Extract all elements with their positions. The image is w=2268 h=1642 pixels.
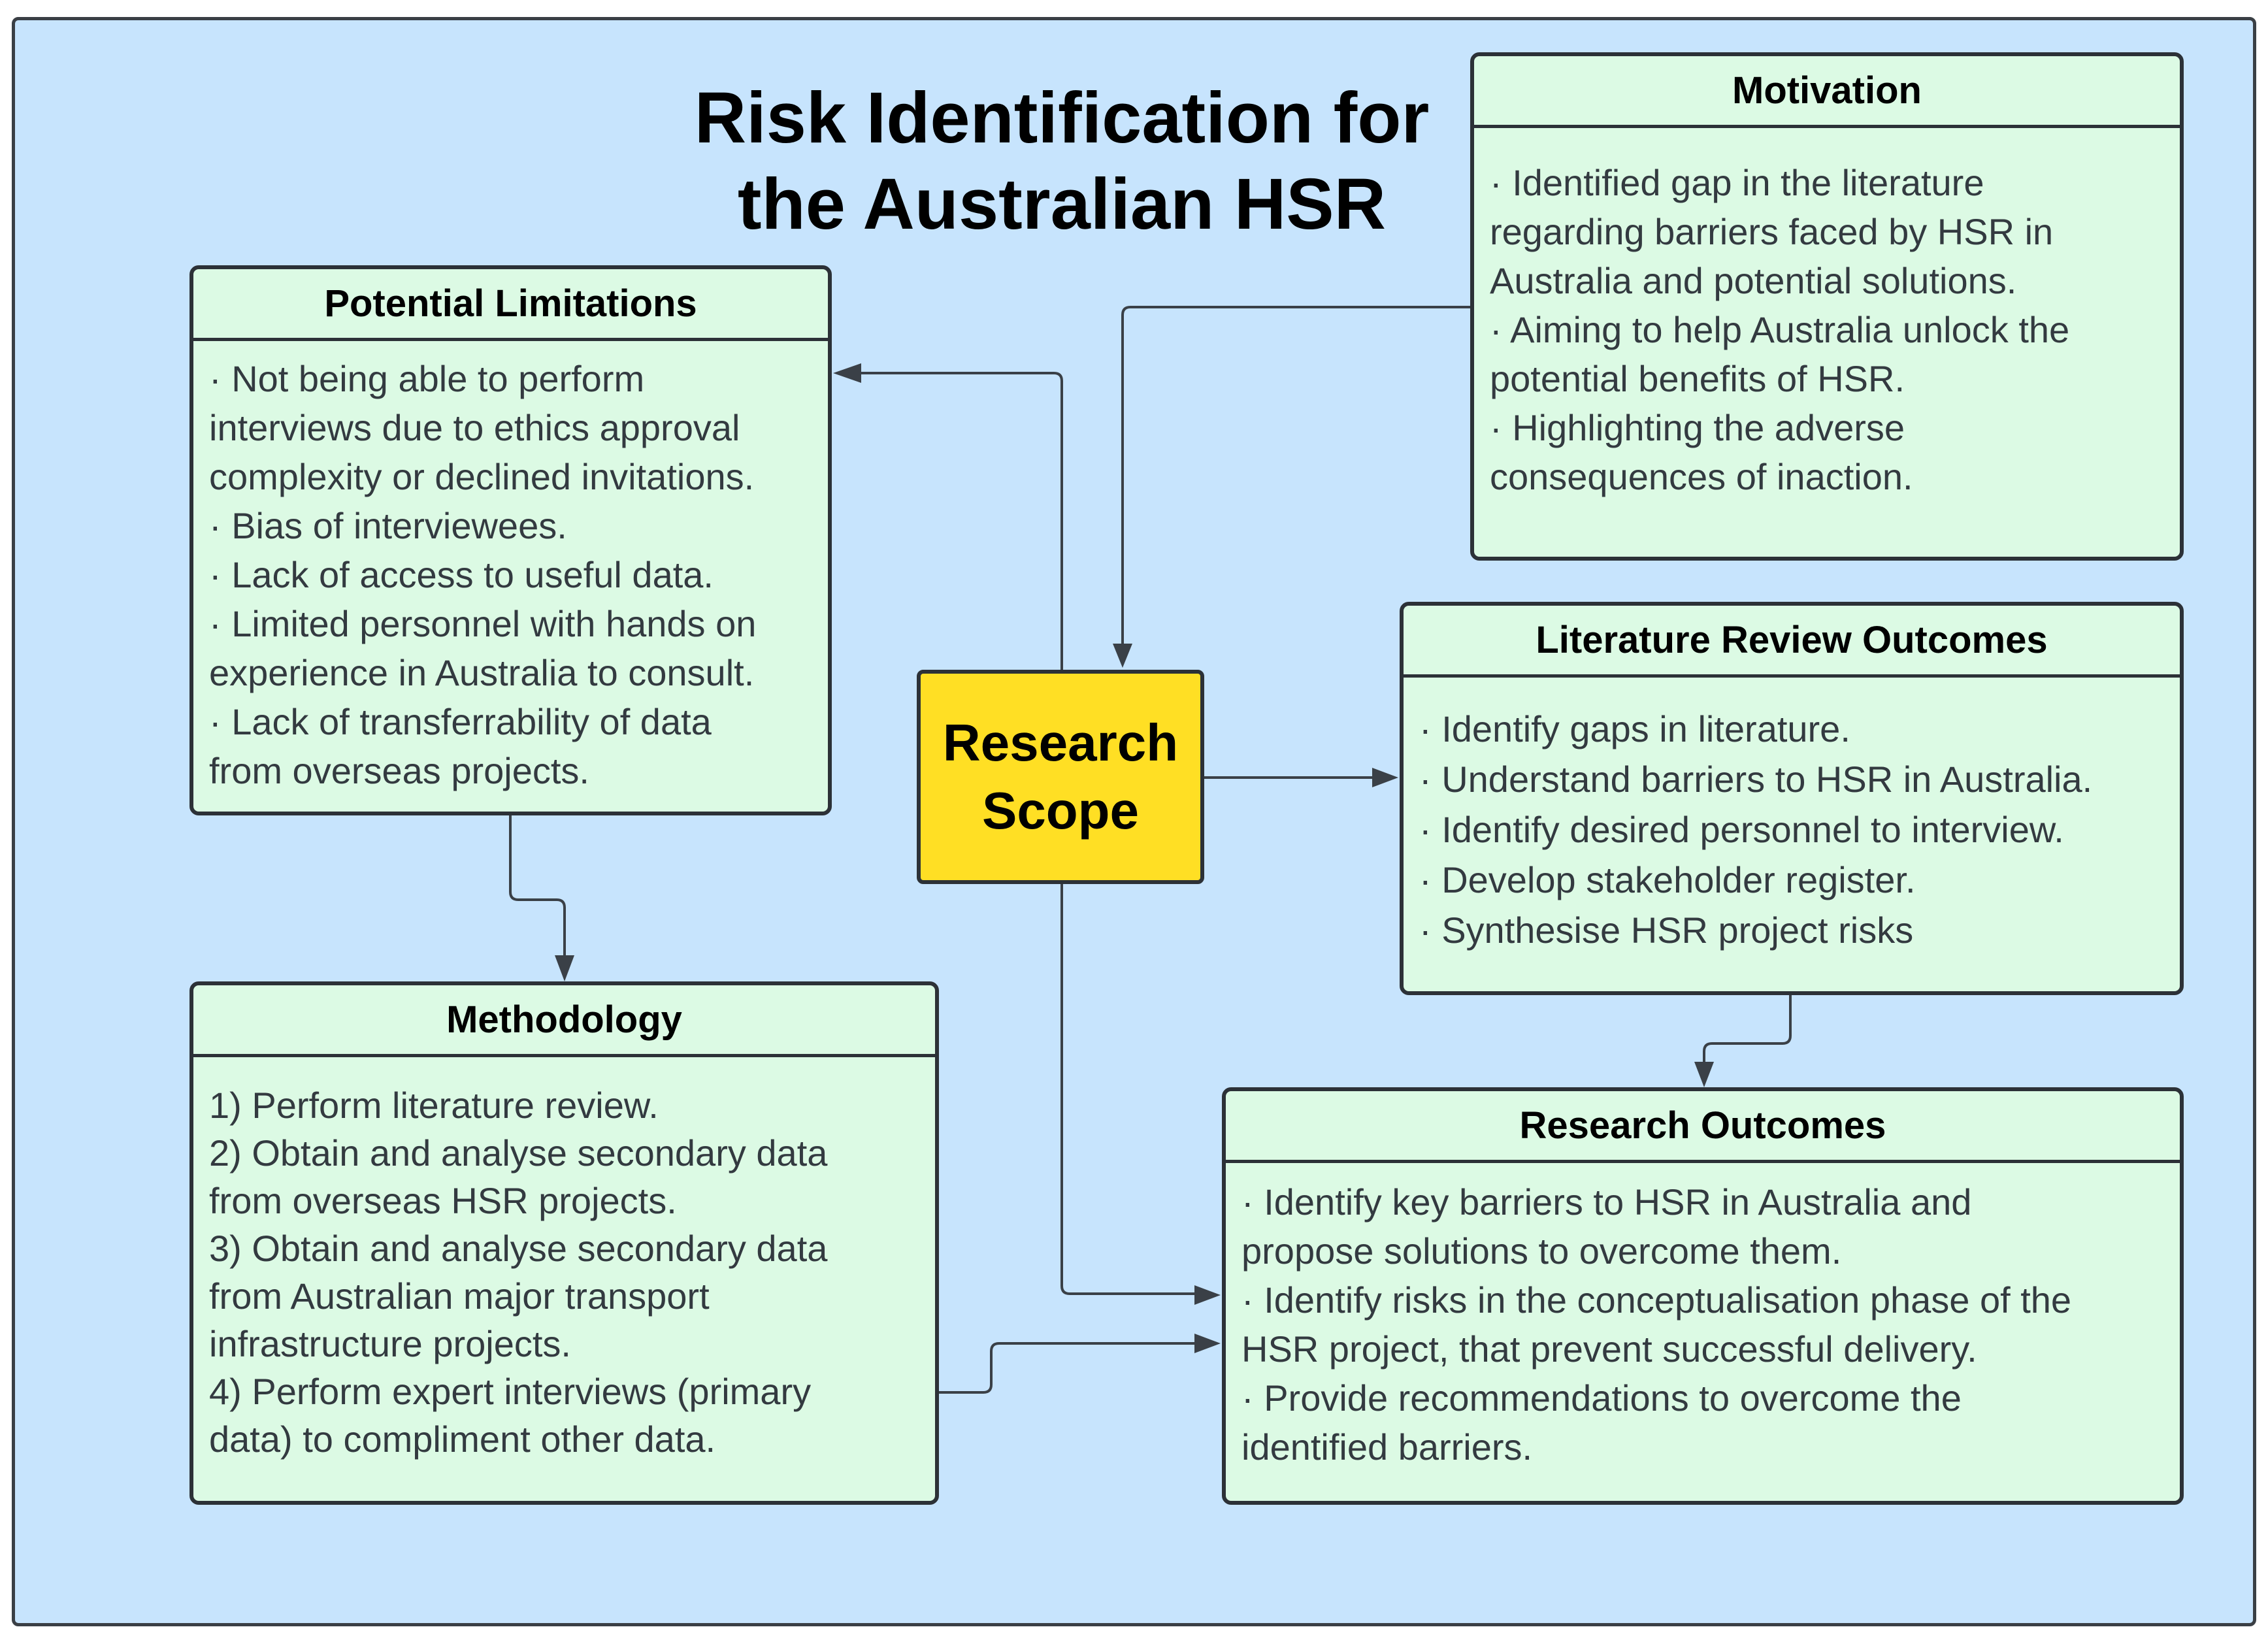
motivation-list: · Identified gap in the literature regar… xyxy=(1474,128,2180,501)
scope-line-2: Scope xyxy=(981,781,1140,840)
list-item: · Identify key barriers to HSR in Austra… xyxy=(1241,1181,1972,1223)
arrowhead-scope-top xyxy=(1113,644,1132,668)
list-item: · Not being able to perform xyxy=(209,358,645,399)
list-item: · Bias of interviewees. xyxy=(209,505,567,546)
literature-review-box: Literature Review Outcomes · Identify ga… xyxy=(1400,602,2184,995)
list-item: HSR project, that prevent successful del… xyxy=(1241,1328,1977,1370)
list-item: 1) Perform literature review. xyxy=(209,1085,659,1126)
limitations-box: Potential Limitations · Not being able t… xyxy=(189,265,832,815)
list-item: data) to compliment other data. xyxy=(209,1419,716,1460)
list-item: · Develop stakeholder register. xyxy=(1419,859,1916,900)
list-item: · Identified gap in the literature xyxy=(1490,162,1984,203)
methodology-box: Methodology 1) Perform literature review… xyxy=(189,981,939,1505)
limitations-header: Potential Limitations xyxy=(193,269,828,341)
list-item: potential benefits of HSR. xyxy=(1490,358,1905,399)
list-item: Australia and potential solutions. xyxy=(1490,260,2017,301)
list-item: · Synthesise HSR project risks xyxy=(1419,910,1914,951)
research-outcomes-header: Research Outcomes xyxy=(1226,1091,2180,1163)
list-item: experience in Australia to consult. xyxy=(209,652,755,693)
research-outcomes-list: · Identify key barriers to HSR in Austra… xyxy=(1226,1163,2180,1471)
literature-review-header: Literature Review Outcomes xyxy=(1404,606,2180,678)
list-item: from Australian major transport xyxy=(209,1275,710,1317)
list-item: · Identify risks in the conceptualisatio… xyxy=(1241,1279,2072,1321)
literature-review-list: · Identify gaps in literature. · Underst… xyxy=(1404,678,2180,955)
list-item: · Aiming to help Australia unlock the xyxy=(1490,309,2070,350)
methodology-header: Methodology xyxy=(193,985,935,1057)
connector-limitations-to-methodology xyxy=(509,815,566,957)
list-item: 3) Obtain and analyse secondary data xyxy=(209,1228,828,1269)
list-item: · Highlighting the adverse xyxy=(1490,407,1905,448)
list-item: from overseas HSR projects. xyxy=(209,1180,677,1221)
diagram-title: Risk Identification for the Australian H… xyxy=(653,75,1470,248)
connector-motivation-to-scope xyxy=(1121,306,1470,653)
motivation-box: Motivation · Identified gap in the liter… xyxy=(1470,52,2184,561)
list-item: propose solutions to overcome them. xyxy=(1241,1230,1842,1272)
list-item: 2) Obtain and analyse secondary data xyxy=(209,1132,828,1174)
list-item: · Lack of access to useful data. xyxy=(209,554,714,595)
scope-line-1: Research xyxy=(942,714,1179,772)
list-item: identified barriers. xyxy=(1241,1426,1533,1468)
research-outcomes-box: Research Outcomes · Identify key barrier… xyxy=(1222,1087,2184,1505)
arrowhead-outcomes-top xyxy=(1694,1062,1714,1087)
title-line-1: Risk Identification for xyxy=(694,78,1430,158)
title-line-2: the Australian HSR xyxy=(737,164,1387,244)
arrowhead-methodology xyxy=(555,955,574,981)
list-item: infrastructure projects. xyxy=(209,1323,571,1364)
methodology-list: 1) Perform literature review. 2) Obtain … xyxy=(193,1057,935,1463)
list-item: interviews due to ethics approval xyxy=(209,407,740,448)
list-item: · Identify gaps in literature. xyxy=(1419,708,1850,749)
list-item: · Understand barriers to HSR in Australi… xyxy=(1419,759,2093,800)
limitations-list: · Not being able to perform interviews d… xyxy=(193,341,828,795)
list-item: · Provide recommendations to overcome th… xyxy=(1241,1377,1962,1419)
arrowhead-literature xyxy=(1372,768,1398,787)
list-item: 4) Perform expert interviews (primary xyxy=(209,1371,812,1412)
connector-scope-to-limitations xyxy=(853,372,1063,670)
connector-scope-to-outcomes xyxy=(1060,884,1196,1295)
research-scope-node: Research Scope xyxy=(917,670,1204,884)
list-item: from overseas projects. xyxy=(209,750,589,791)
list-item: · Lack of transferrability of data xyxy=(209,701,712,742)
motivation-header: Motivation xyxy=(1474,56,2180,128)
arrowhead-limitations xyxy=(833,363,861,383)
connector-methodology-to-outcomes xyxy=(939,1342,1196,1394)
connector-literature-to-outcomes xyxy=(1703,995,1792,1062)
list-item: · Identify desired personnel to intervie… xyxy=(1419,809,2064,850)
arrowhead-outcomes-a xyxy=(1194,1285,1221,1305)
arrowhead-outcomes-b xyxy=(1194,1334,1221,1353)
list-item: · Limited personnel with hands on xyxy=(209,603,757,644)
list-item: regarding barriers faced by HSR in xyxy=(1490,211,2054,252)
list-item: consequences of inaction. xyxy=(1490,456,1913,497)
list-item: complexity or declined invitations. xyxy=(209,456,755,497)
